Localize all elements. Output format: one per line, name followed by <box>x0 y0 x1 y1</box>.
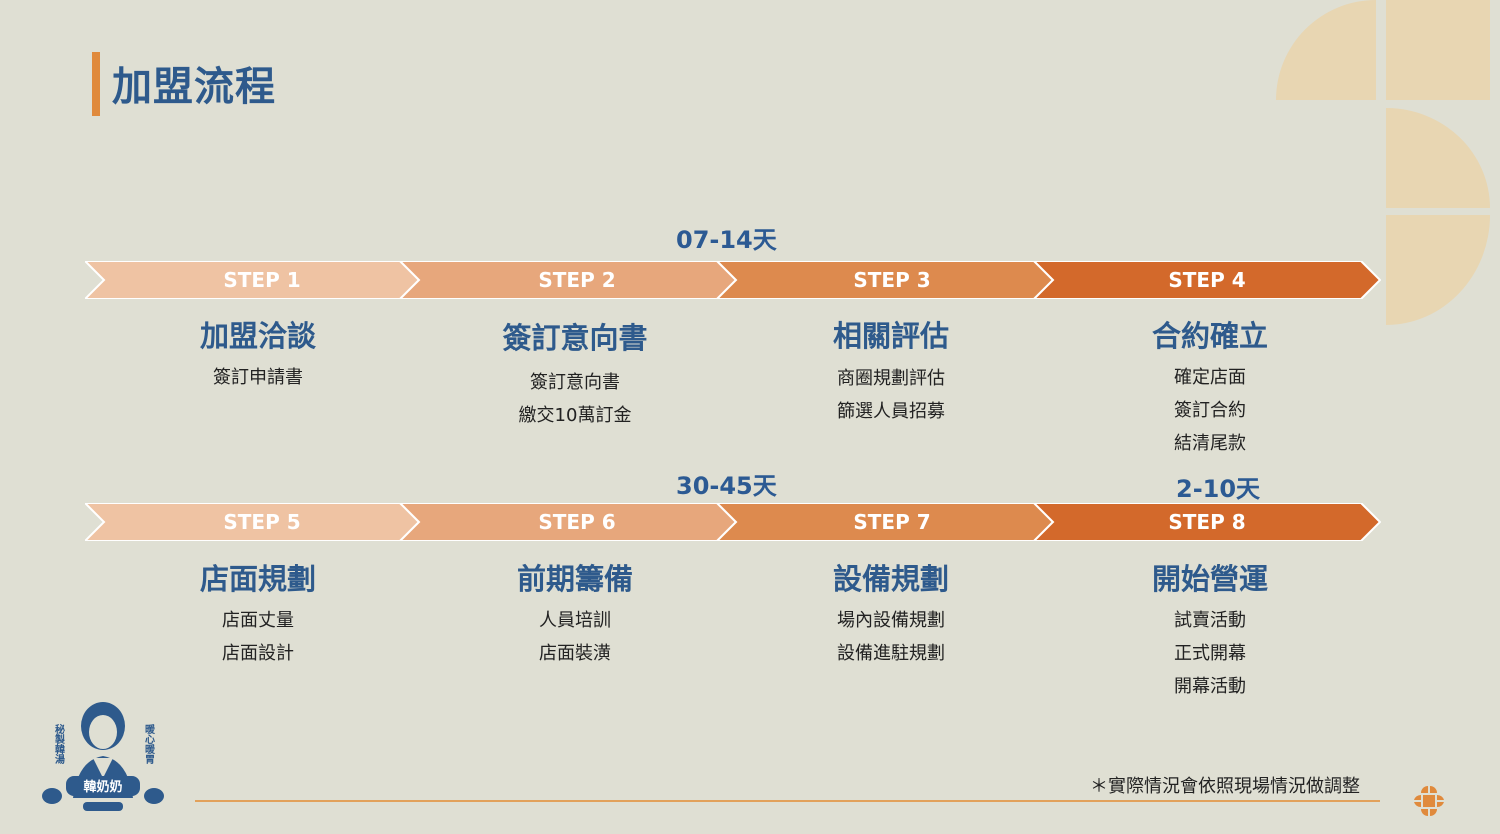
step-7-item: 場內設備規劃 <box>837 610 945 631</box>
step-4-item: 確定店面 <box>1174 367 1246 388</box>
step-5-desc: 店面丈量 店面設計 <box>128 604 388 670</box>
duration-row1: 07-14天 <box>676 226 777 254</box>
step-6-item: 人員培訓 <box>539 610 611 631</box>
step-7-title: 設備規劃 <box>832 562 949 596</box>
step-3-item: 商圈規劃評估 <box>837 368 945 389</box>
step-5-title: 店面規劃 <box>199 562 316 596</box>
step-5-label: STEP 5 <box>223 510 301 534</box>
step-3-desc: 商圈規劃評估 篩選人員招募 <box>761 362 1021 428</box>
step-5-item: 店面丈量 <box>222 610 294 631</box>
brand-logo: 秘製韓湯 暖心暖胃 韓奶奶 <box>42 702 164 811</box>
duration-row2-right: 2-10天 <box>1176 475 1261 503</box>
decorative-petals <box>1276 0 1490 325</box>
step-6-label: STEP 6 <box>538 510 616 534</box>
step-1-desc: 簽訂申請書 <box>128 361 388 394</box>
step-2-label: STEP 2 <box>538 268 616 292</box>
step-4-desc: 確定店面 簽訂合約 結清尾款 <box>1080 361 1340 460</box>
footer-divider <box>195 800 1380 802</box>
flower-icon <box>1414 786 1444 816</box>
step-1-label: STEP 1 <box>223 268 301 292</box>
step-3-item: 篩選人員招募 <box>837 401 945 422</box>
logo-name: 韓奶奶 <box>83 779 122 795</box>
step-1-title: 加盟洽談 <box>199 319 316 353</box>
step-8-title: 開始營運 <box>1151 562 1268 596</box>
step-7-item: 設備進駐規劃 <box>837 643 945 664</box>
step-2-item: 簽訂意向書 <box>530 372 620 393</box>
step-arrow-row-1: STEP 1 STEP 2 STEP 3 STEP 4 <box>85 261 1381 299</box>
step-7-desc: 場內設備規劃 設備進駐規劃 <box>761 604 1021 670</box>
step-8-item: 正式開幕 <box>1174 643 1246 664</box>
step-8-desc: 試賣活動 正式開幕 開幕活動 <box>1080 604 1340 703</box>
step-8-item: 試賣活動 <box>1174 610 1246 631</box>
step-3-label: STEP 3 <box>853 268 931 292</box>
step-6-desc: 人員培訓 店面裝潢 <box>445 604 705 670</box>
step-4-title: 合約確立 <box>1151 319 1268 353</box>
step-2-item: 繳交10萬訂金 <box>518 405 632 426</box>
logo-right-text: 暖心暖胃 <box>143 723 155 765</box>
step-6-item: 店面裝潢 <box>539 643 611 664</box>
step-3-title: 相關評估 <box>832 319 949 353</box>
step-8-label: STEP 8 <box>1168 510 1246 534</box>
logo-left-text: 秘製韓湯 <box>53 723 66 765</box>
step-7-label: STEP 7 <box>853 510 931 534</box>
step-2-desc: 簽訂意向書 繳交10萬訂金 <box>445 366 705 432</box>
duration-row2-left: 30-45天 <box>676 472 777 500</box>
step-arrow-row-2: STEP 5 STEP 6 STEP 7 STEP 8 <box>85 503 1381 541</box>
step-4-label: STEP 4 <box>1168 268 1246 292</box>
step-2-title: 簽訂意向書 <box>502 321 648 355</box>
step-1-item: 簽訂申請書 <box>213 367 303 388</box>
page-title: 加盟流程 <box>112 63 276 110</box>
step-5-item: 店面設計 <box>222 643 294 664</box>
step-4-item: 簽訂合約 <box>1174 400 1246 421</box>
step-4-item: 結清尾款 <box>1174 433 1246 454</box>
step-8-item: 開幕活動 <box>1174 676 1246 697</box>
title-accent-bar <box>92 52 100 116</box>
step-6-title: 前期籌備 <box>516 562 633 596</box>
footnote: ＊實際情況會依照現場情況做調整 <box>1090 776 1360 797</box>
